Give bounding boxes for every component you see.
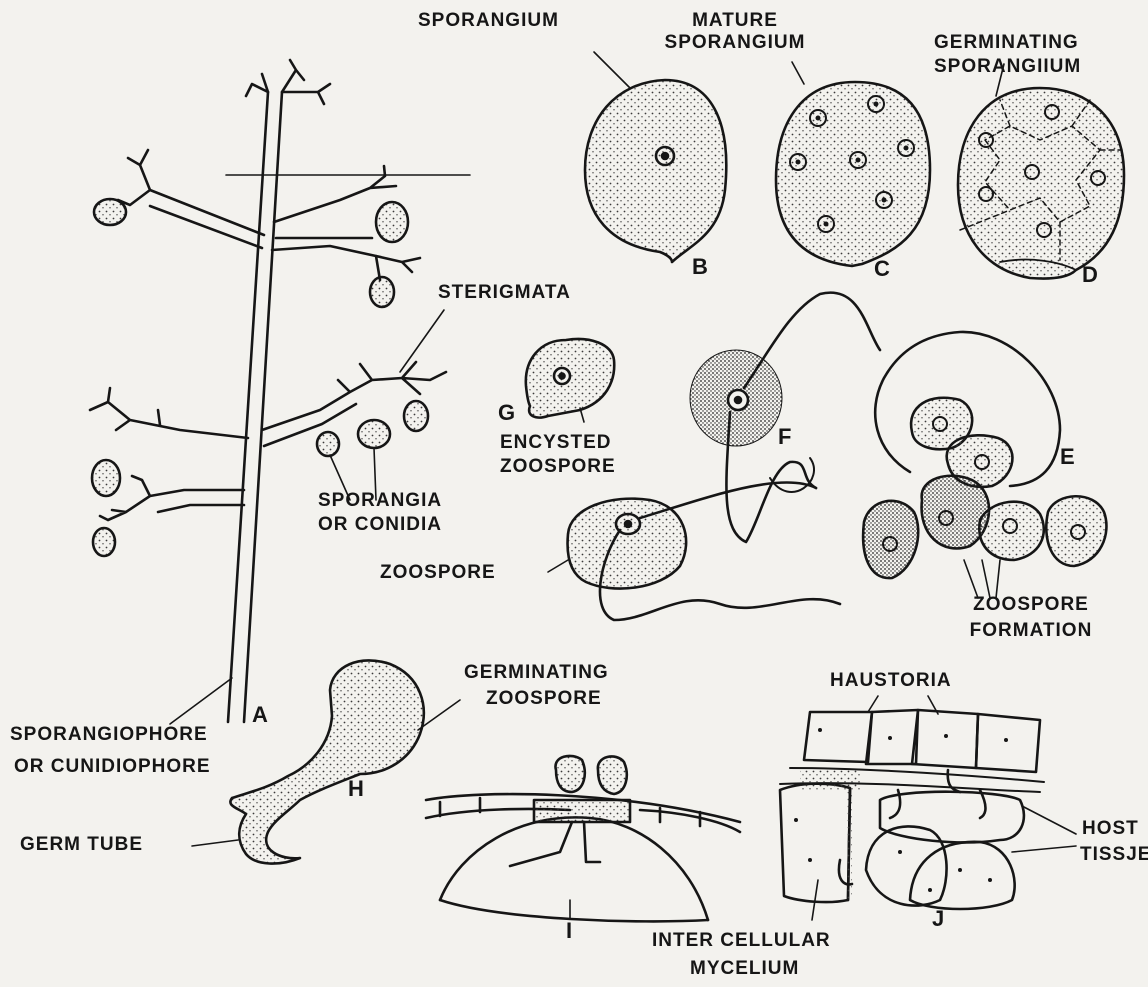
label-encysted-line2: ZOOSPORE	[500, 456, 616, 478]
panel-letter-i: I	[566, 918, 572, 943]
label-zoospore: ZOOSPORE	[380, 562, 496, 584]
sporangium-d	[958, 64, 1124, 279]
label-germinating-zoospore-line1: GERMINATING	[464, 662, 609, 684]
label-zoospore-formation-line2: FORMATION	[956, 620, 1106, 642]
label-sterigmata: STERIGMATA	[438, 282, 571, 304]
label-intercellular-line1: INTER CELLULAR	[652, 930, 831, 952]
label-germinating-sporangium-line2: SPORANGIIUM	[934, 56, 1081, 78]
panel-letter-e: E	[1060, 444, 1075, 469]
zoospore-f	[690, 293, 880, 542]
panel-letter-b: B	[692, 254, 708, 279]
panel-letter-a: A	[252, 702, 268, 727]
label-germ-tube: GERM TUBE	[20, 834, 143, 856]
panel-letter-f: F	[778, 424, 791, 449]
label-mature-sporangium-line1: MATURE	[640, 10, 830, 32]
encysted-zoospore-g	[526, 339, 614, 422]
panel-letter-c: C	[874, 256, 890, 281]
sporangium-c	[776, 62, 930, 266]
zoospore-free	[548, 482, 840, 620]
label-sporangia-line2: OR CONIDIA	[318, 514, 442, 536]
label-intercellular-line2: MYCELIUM	[690, 958, 799, 980]
germinating-zoospore-h	[192, 660, 460, 863]
sporangium-b	[585, 52, 726, 262]
label-zoospore-formation-line1: ZOOSPORE	[956, 594, 1106, 616]
panel-letter-g: G	[498, 400, 515, 425]
panel-letter-h: H	[348, 776, 364, 801]
label-germinating-sporangium-line1: GERMINATING	[934, 32, 1079, 54]
label-sporangium: SPORANGIUM	[418, 10, 559, 32]
label-germinating-zoospore-line2: ZOOSPORE	[486, 688, 602, 710]
label-sporangiophore-line1: SPORANGIOPHORE	[10, 724, 208, 746]
label-mature-sporangium-line2: SPORANGIUM	[640, 32, 830, 54]
label-host-tissue-line2: TISSJE	[1080, 844, 1148, 866]
label-sporangiophore-line2: OR CUNIDIOPHORE	[14, 756, 211, 778]
panel-letter-d: D	[1082, 262, 1098, 287]
penetration-i	[426, 756, 740, 921]
host-tissue-j	[780, 696, 1076, 920]
label-host-tissue-line1: HOST	[1082, 818, 1139, 840]
label-encysted-line1: ENCYSTED	[500, 432, 611, 454]
panel-letter-j: J	[932, 906, 944, 931]
label-sporangia-line1: SPORANGIA	[318, 490, 442, 512]
label-haustoria: HAUSTORIA	[830, 670, 952, 692]
sporangiophore-a	[90, 60, 470, 724]
